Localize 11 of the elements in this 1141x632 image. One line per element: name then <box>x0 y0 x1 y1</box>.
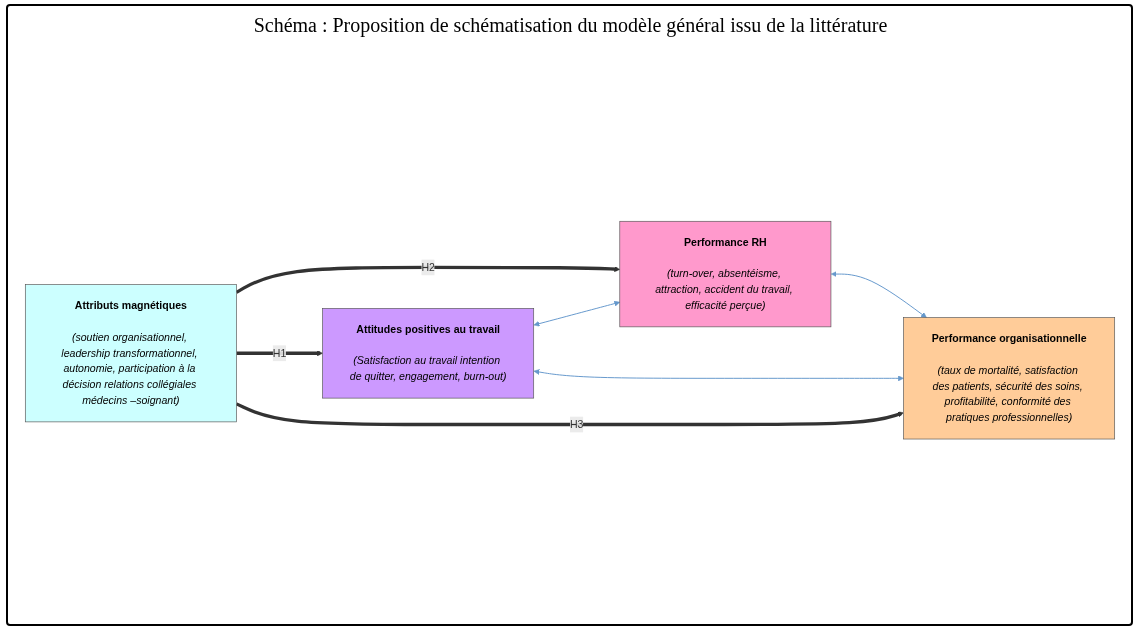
edge-label: H1 <box>272 347 287 359</box>
node-box: Attitudes positives au travail (Satisfaction au travail intention de quitter, engagement, burn-out) <box>322 307 535 399</box>
edge-label: H2 <box>421 261 435 273</box>
arrow <box>235 265 621 294</box>
node-box: Performance RH (turn-over, absentéisme, attraction, accident du travail, efficacité perçue) <box>619 220 832 328</box>
arrow <box>235 402 904 426</box>
node-box: Attributs magnétiques (soutien organisationnel, leadership transformationnel, autonomie, participation à la décision relations collégiales médecins –soignant) <box>25 284 237 423</box>
edge-label: H3 <box>570 418 584 430</box>
arrow <box>236 350 323 356</box>
node-box: Performance organisationnelle (taux de mortalité, satisfaction des patients, sécurité des soins, profitabilité, conformité des pratiques professionnelles) <box>903 317 1115 440</box>
diagram-title: Schéma : Proposition de schématisation du modèle général issu de la littérature <box>252 14 889 37</box>
